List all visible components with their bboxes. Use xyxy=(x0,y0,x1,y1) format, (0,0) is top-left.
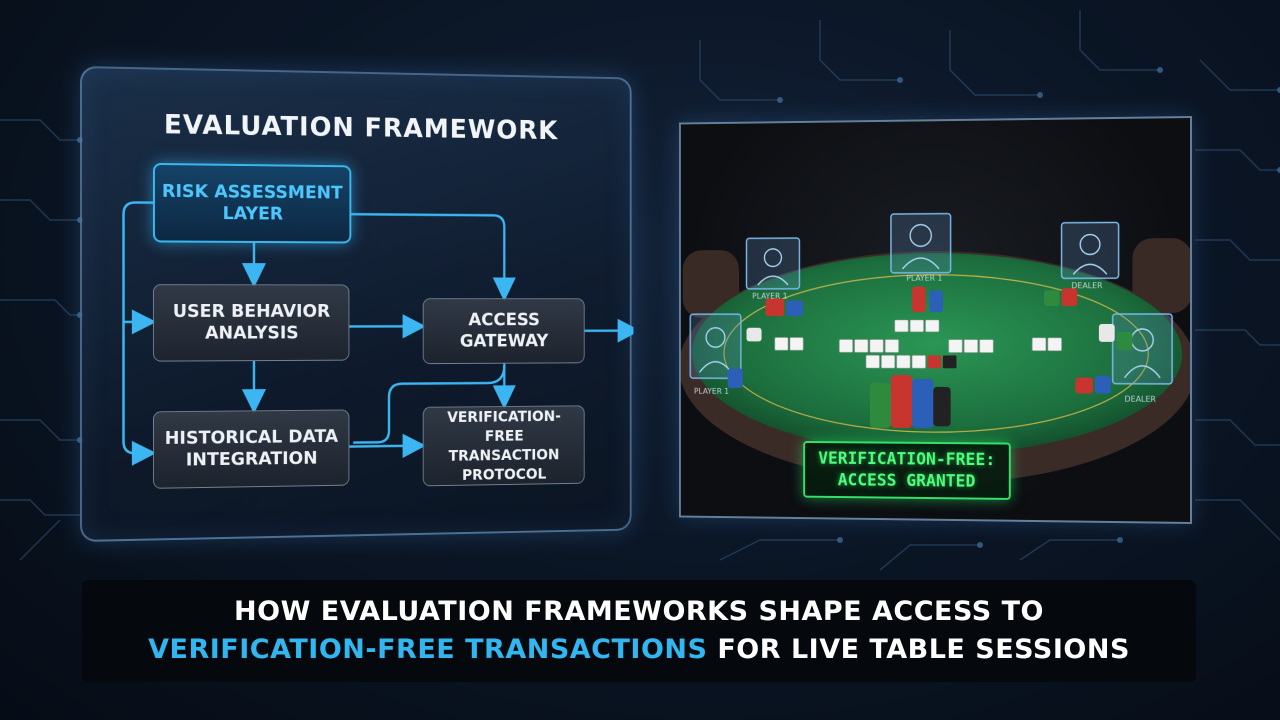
chair-right xyxy=(1132,238,1192,314)
live-table-screen: PLAYER 1 PLAYER 1 DEALER PLAYER 1 DEALER xyxy=(679,116,1192,524)
status-line-1: VERIFICATION-FREE: xyxy=(818,448,996,471)
historical-data-node: HISTORICAL DATA INTEGRATION xyxy=(152,409,350,489)
arrow-feedback-left xyxy=(124,202,153,453)
chair-left xyxy=(682,250,739,319)
verification-protocol-node: VERIFICATION-FREE TRANSACTION PROTOCOL xyxy=(422,405,585,487)
dealer-avatar-icon xyxy=(1113,314,1172,384)
player-label: PLAYER 1 xyxy=(752,292,787,301)
access-gateway-node: ACCESS GATEWAY xyxy=(422,298,585,365)
caption-line-1: HOW EVALUATION FRAMEWORKS SHAPE ACCESS T… xyxy=(234,596,1044,627)
access-granted-banner: VERIFICATION-FREE: ACCESS GRANTED xyxy=(803,440,1011,500)
user-behavior-node: USER BEHAVIOR ANALYSIS xyxy=(152,284,350,362)
caption-rest: FOR LIVE TABLE SESSIONS xyxy=(707,634,1130,665)
player-label: PLAYER 1 xyxy=(694,387,729,396)
caption-highlight: VERIFICATION-FREE TRANSACTIONS xyxy=(148,634,708,665)
player-avatar-icon xyxy=(891,214,951,273)
status-line-2: ACCESS GRANTED xyxy=(837,470,976,492)
risk-assessment-node: RISK ASSESSMENT LAYER xyxy=(152,162,352,244)
evaluation-framework-panel: EVALUATION FRAMEWORK RISK ASSESSMENT LAY… xyxy=(80,66,632,542)
poker-table-scene: PLAYER 1 PLAYER 1 DEALER PLAYER 1 DEALER xyxy=(680,118,1192,487)
player-label: PLAYER 1 xyxy=(906,274,942,283)
dealer-avatar-icon xyxy=(1062,222,1119,278)
dealer-label: DEALER xyxy=(1125,395,1157,404)
arrow-risk-to-access xyxy=(351,214,504,294)
player-avatar-icon xyxy=(690,314,741,378)
dealer-label: DEALER xyxy=(1071,281,1103,290)
caption-line-2: VERIFICATION-FREE TRANSACTIONS FOR LIVE … xyxy=(148,631,1130,669)
player-avatar-icon xyxy=(747,238,800,289)
chip-stacks xyxy=(727,286,1133,429)
caption-bar: HOW EVALUATION FRAMEWORKS SHAPE ACCESS T… xyxy=(82,580,1196,682)
arrow-historical-to-verification xyxy=(349,446,419,447)
